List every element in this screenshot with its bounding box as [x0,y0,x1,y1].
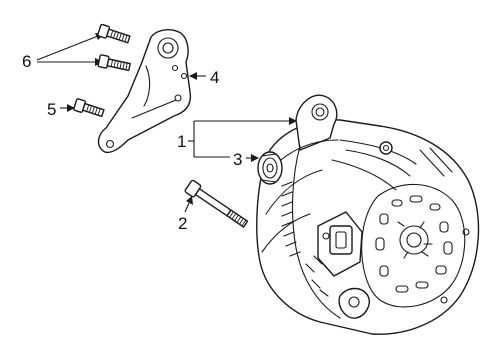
bolt-6-lower[interactable] [97,54,131,73]
callout-6[interactable]: 6 [22,52,31,71]
bolt-6-upper[interactable] [97,23,131,45]
callout-5[interactable]: 5 [47,100,56,119]
leader-4 [189,72,206,80]
leader-2 [184,196,193,213]
leader-5 [60,104,75,112]
callout-1[interactable]: 1 [177,132,186,151]
alternator-bracket[interactable] [97,29,192,154]
callout-2[interactable]: 2 [178,214,187,233]
callout-4[interactable]: 4 [210,68,219,87]
leader-3 [246,154,259,162]
bolt-5[interactable] [73,98,105,118]
alternator-long-bolt[interactable] [184,179,249,230]
leader-6 [36,33,104,66]
alternator-assembly[interactable] [256,94,480,335]
callout-3[interactable]: 3 [233,150,242,169]
alternator-pulley[interactable] [257,151,283,185]
leader-1 [188,117,297,158]
